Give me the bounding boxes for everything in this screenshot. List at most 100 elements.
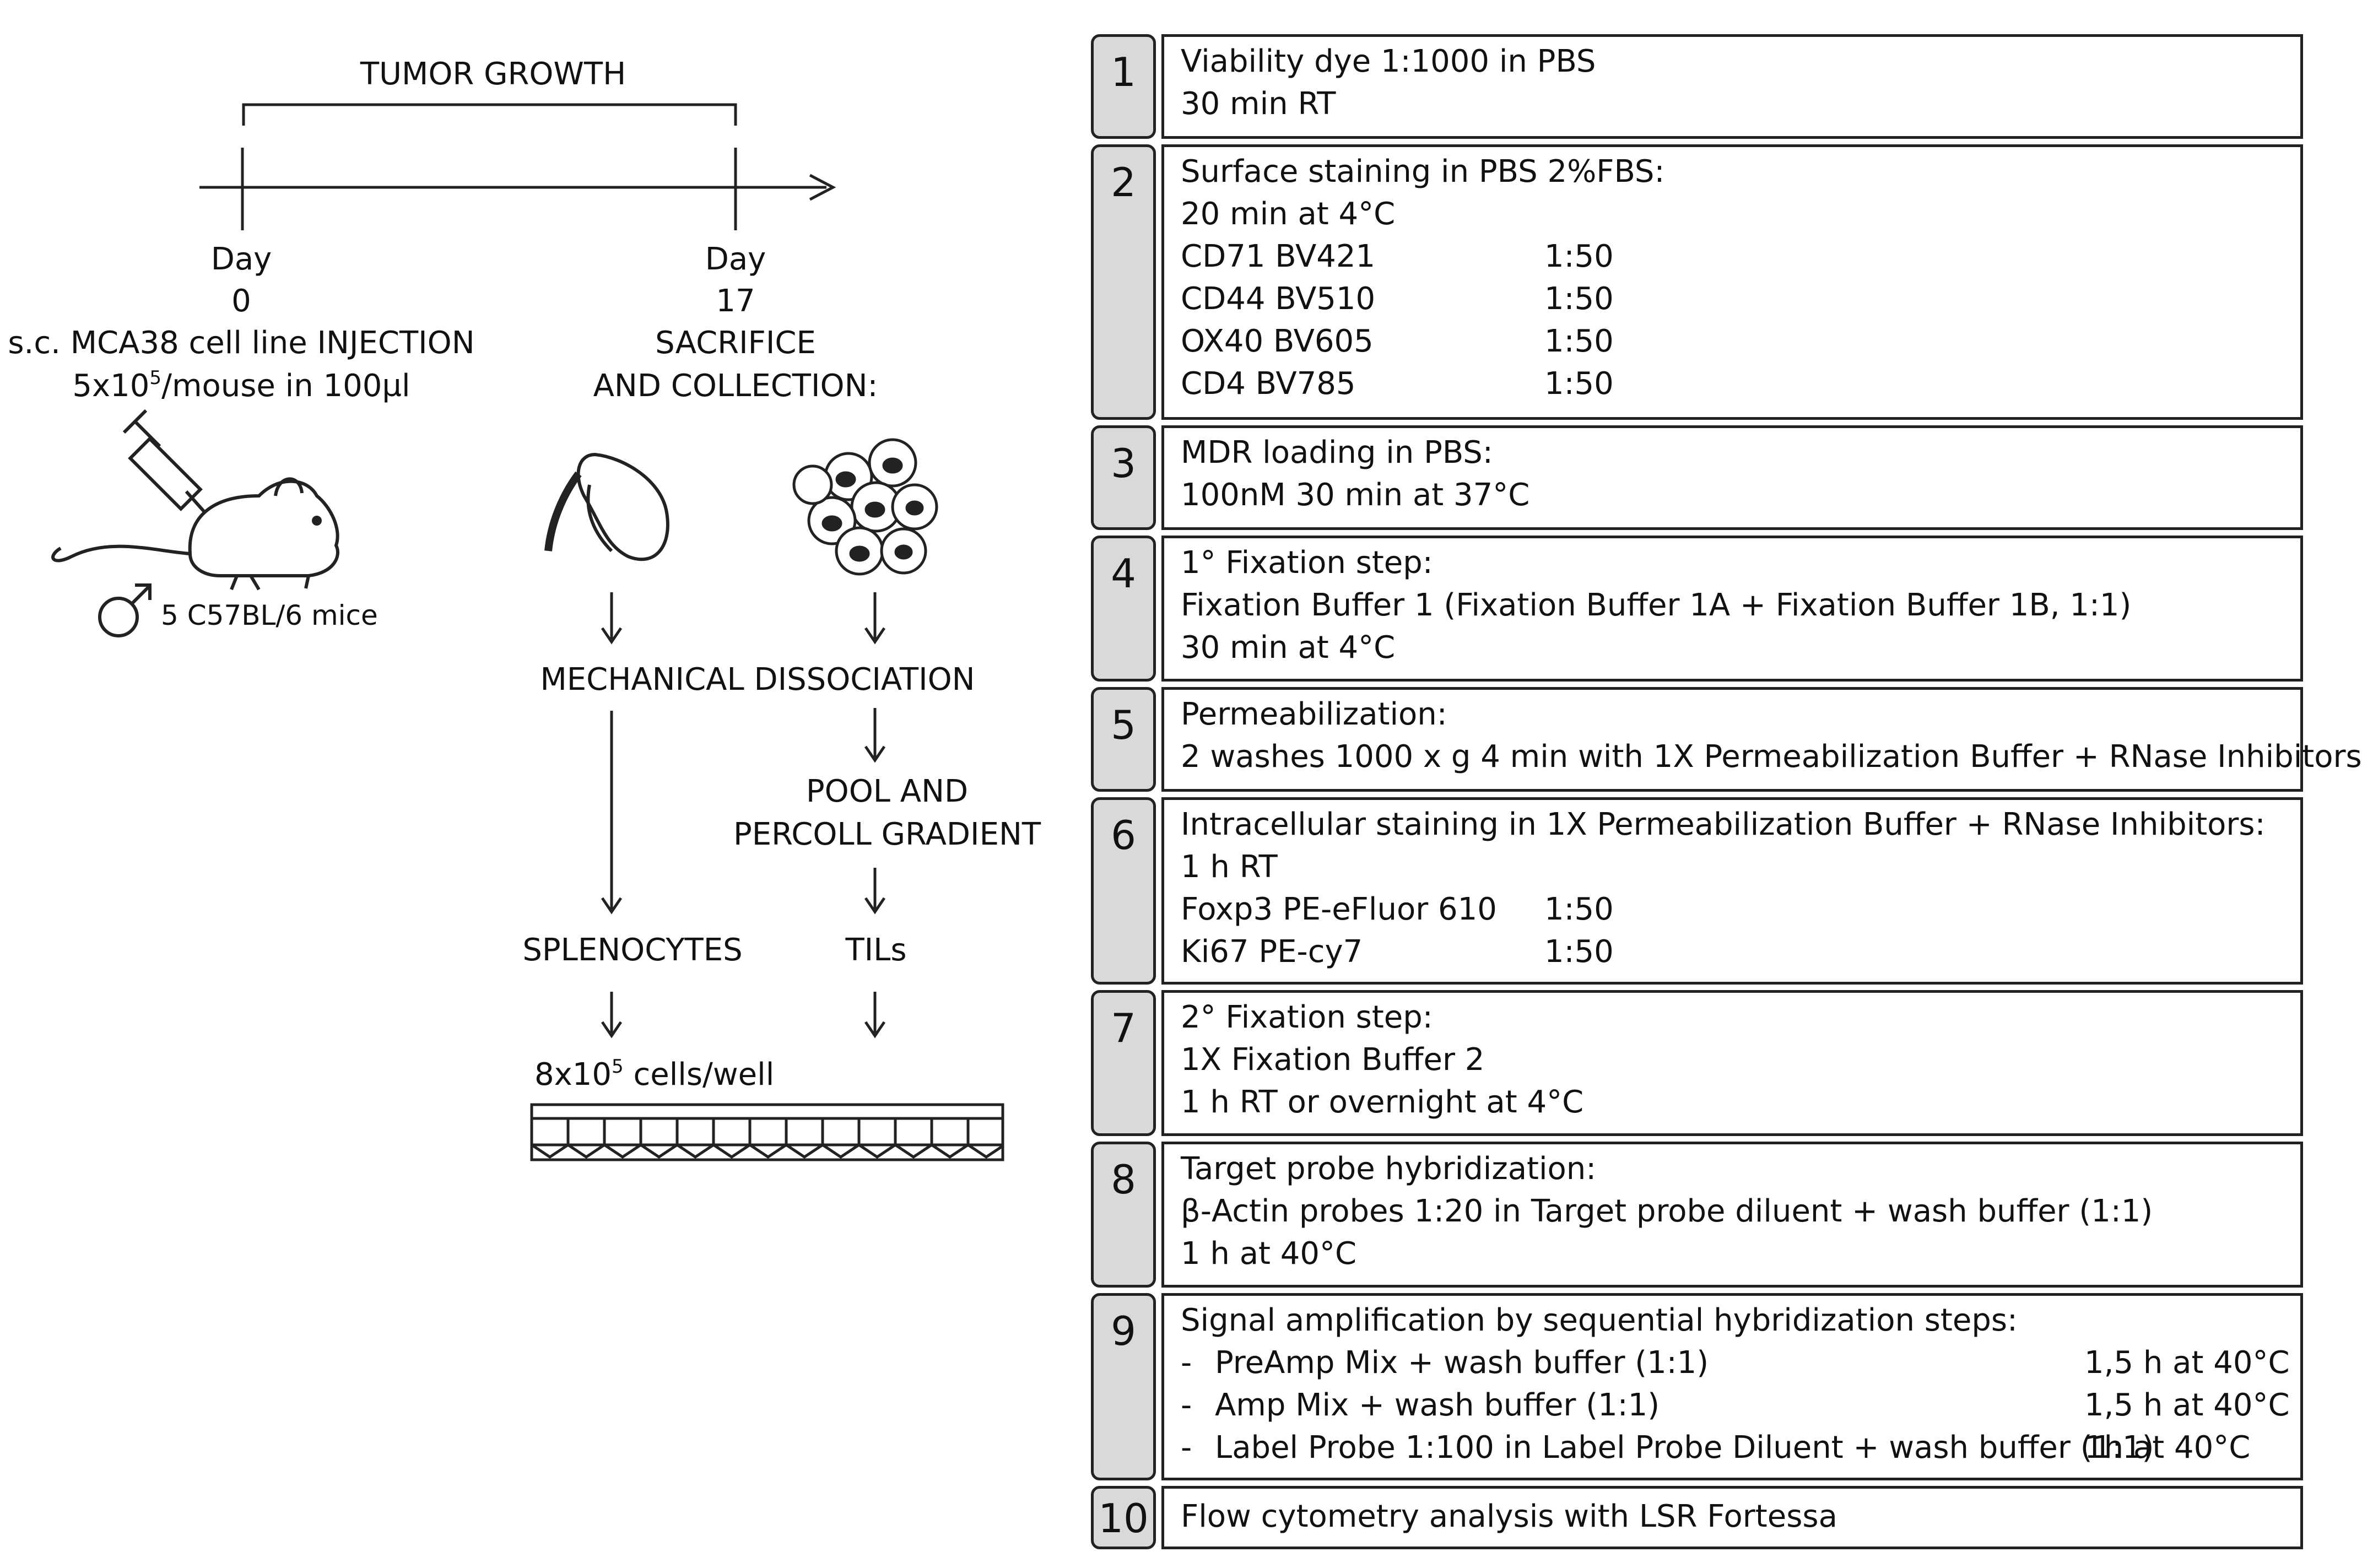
workflow-arrows (601, 592, 886, 1039)
antibody-row: CD4 BV785 1:50 (1181, 363, 2300, 405)
antibody-name: CD71 BV421 (1181, 239, 1376, 274)
step-line: Fixation Buffer 1 (Fixation Buffer 1A + … (1181, 587, 2132, 623)
step-content: Permeabilization: 2 washes 1000 x g 4 mi… (1161, 687, 2362, 792)
mechanical-dissociation-label: MECHANICAL DISSOCIATION (540, 662, 975, 698)
step-number: 4 (1091, 536, 1156, 682)
amplification-item: -Amp Mix + wash buffer (1:1) 1,5 h at 40°… (1181, 1384, 2300, 1426)
step-content: 2° Fixation step: 1X Fixation Buffer 2 1… (1161, 990, 2303, 1136)
spleen-icon (544, 452, 669, 561)
step-content: Flow cytometry analysis with LSR Fortess… (1161, 1486, 2303, 1549)
well-plate-icon (530, 1103, 1004, 1161)
item-dash: - (1181, 1387, 1192, 1423)
step-line: 100nM 30 min at 37°C (1181, 477, 1530, 513)
day17-number: 17 (716, 283, 755, 319)
step-content: 1° Fixation step: Fixation Buffer 1 (Fix… (1161, 536, 2303, 682)
item-dash: - (1181, 1430, 1192, 1466)
day0-number: 0 (231, 283, 251, 319)
collection-label: AND COLLECTION: (593, 368, 878, 404)
antibody-row: CD71 BV421 1:50 (1181, 235, 2300, 278)
item-dash: - (1181, 1345, 1192, 1381)
step-number: 8 (1091, 1142, 1156, 1288)
step-content: Target probe hybridization: β-Actin prob… (1161, 1142, 2303, 1288)
tumor-cells-icon (792, 438, 938, 576)
percoll-gradient-label: PERCOLL GRADIENT (733, 817, 1041, 852)
step-number: 9 (1091, 1293, 1156, 1480)
step-number: 6 (1091, 797, 1156, 985)
splenocytes-label: SPLENOCYTES (522, 932, 743, 968)
protocol-step: 7 2° Fixation step: 1X Fixation Buffer 2… (1091, 990, 2303, 1136)
antibody-name: OX40 BV605 (1181, 323, 1374, 359)
antibody-name: CD4 BV785 (1181, 366, 1356, 402)
step-line: Permeabilization: (1181, 696, 1447, 732)
timeline-arrowhead (809, 174, 836, 201)
injection-dose: 5x105/mouse in 100µl (72, 367, 410, 404)
step-line: 1X Fixation Buffer 2 (1181, 1042, 1485, 1078)
step-line: 30 min RT (1181, 86, 1336, 122)
step-content: Signal amplification by sequential hybri… (1161, 1293, 2303, 1480)
antibody-row: Ki67 PE-cy7 1:50 (1181, 931, 2300, 973)
item-text: PreAmp Mix + wash buffer (1:1) (1215, 1345, 1709, 1381)
protocol-step: 4 1° Fixation step: Fixation Buffer 1 (F… (1091, 536, 2303, 682)
item-text: Amp Mix + wash buffer (1:1) (1215, 1387, 1660, 1423)
protocol-step: 3 MDR loading in PBS: 100nM 30 min at 37… (1091, 425, 2303, 530)
syringe-icon (122, 409, 206, 512)
mice-label: 5 C57BL/6 mice (161, 599, 378, 631)
protocol-step: 2 Surface staining in PBS 2%FBS: 20 min … (1091, 144, 2303, 420)
step-line: 30 min at 4°C (1181, 630, 1396, 666)
step-line: 2° Fixation step: (1181, 999, 1433, 1035)
step-line: 1 h at 40°C (1181, 1236, 1357, 1272)
protocol-step: 5 Permeabilization: 2 washes 1000 x g 4 … (1091, 687, 2362, 792)
experimental-timeline-panel: TUMOR GROWTH Day 0 s.c. MCA38 cell line … (0, 0, 1080, 1568)
step-line: Target probe hybridization: (1181, 1151, 1597, 1187)
protocol-step: 1 Viability dye 1:1000 in PBS 30 min RT (1091, 34, 2303, 139)
sacrifice-label: SACRIFICE (655, 325, 816, 361)
protocol-step: 10 Flow cytometry analysis with LSR Fort… (1091, 1486, 2303, 1549)
step-content: MDR loading in PBS: 100nM 30 min at 37°C (1161, 425, 2303, 530)
step-line: 1 h RT (1181, 849, 1278, 885)
step-number: 1 (1091, 34, 1156, 139)
cells-per-well-label: 8x105 cells/well (534, 1056, 775, 1093)
item-text: Label Probe 1:100 in Label Probe Diluent… (1215, 1430, 2154, 1466)
item-time: 1h at 40°C (2084, 1430, 2251, 1466)
step-content: Viability dye 1:1000 in PBS 30 min RT (1161, 34, 2303, 139)
item-time: 1,5 h at 40°C (2084, 1387, 2290, 1423)
antibody-name: Foxp3 PE-eFluor 610 (1181, 891, 1497, 927)
antibody-name: CD44 BV510 (1181, 281, 1376, 317)
tils-label: TILs (845, 932, 907, 968)
amplification-item: -PreAmp Mix + wash buffer (1:1) 1,5 h at … (1181, 1342, 2300, 1384)
step-content: Intracellular staining in 1X Permeabiliz… (1161, 797, 2303, 985)
mouse-illustration (51, 477, 339, 591)
antibody-dilution: 1:50 (1544, 281, 1614, 317)
day0-word: Day (210, 241, 272, 277)
step-line: Flow cytometry analysis with LSR Fortess… (1181, 1499, 1837, 1534)
antibody-name: Ki67 PE-cy7 (1181, 934, 1363, 970)
antibody-dilution: 1:50 (1544, 366, 1614, 402)
protocol-step: 6 Intracellular staining in 1X Permeabil… (1091, 797, 2303, 985)
antibody-dilution: 1:50 (1544, 891, 1614, 927)
step-number: 7 (1091, 990, 1156, 1136)
amplification-item: -Label Probe 1:100 in Label Probe Diluen… (1181, 1426, 2300, 1469)
injection-label: s.c. MCA38 cell line INJECTION (8, 325, 475, 361)
step-number: 5 (1091, 687, 1156, 792)
tumor-growth-bracket (242, 103, 737, 126)
item-time: 1,5 h at 40°C (2084, 1345, 2290, 1381)
step-number: 2 (1091, 144, 1156, 420)
antibody-row: Foxp3 PE-eFluor 610 1:50 (1181, 888, 2300, 931)
timeline-graphics (51, 103, 1004, 1161)
tumor-growth-label: TUMOR GROWTH (360, 56, 626, 92)
step-line: MDR loading in PBS: (1181, 435, 1493, 471)
protocol-step: 9 Signal amplification by sequential hyb… (1091, 1293, 2303, 1480)
antibody-dilution: 1:50 (1544, 934, 1614, 970)
step-line: Intracellular staining in 1X Permeabiliz… (1181, 807, 2266, 842)
day17-word: Day (705, 241, 766, 277)
step-line: Surface staining in PBS 2%FBS: (1181, 154, 1665, 190)
protocol-step: 8 Target probe hybridization: β-Actin pr… (1091, 1142, 2303, 1288)
step-line: 2 washes 1000 x g 4 min with 1X Permeabi… (1181, 739, 2362, 775)
step-line: β-Actin probes 1:20 in Target probe dilu… (1181, 1193, 2153, 1229)
step-line: 1 h RT or overnight at 4°C (1181, 1084, 1584, 1120)
step-line: 20 min at 4°C (1181, 196, 1396, 232)
step-line: Viability dye 1:1000 in PBS (1181, 44, 1596, 79)
step-number: 10 (1091, 1486, 1156, 1549)
antibody-dilution: 1:50 (1544, 239, 1614, 274)
